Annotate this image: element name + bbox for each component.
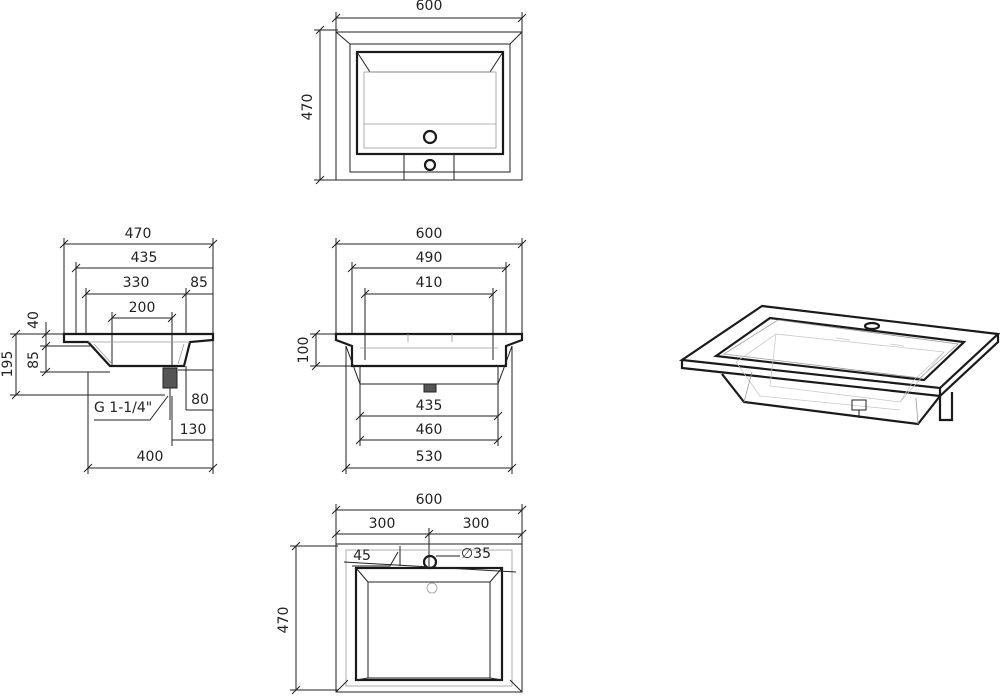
side-height-40: 40 (26, 311, 42, 329)
front-view: 600 490 410 100 435 460 (296, 226, 527, 474)
side-depth-330: 330 (123, 275, 150, 291)
side-depth-400: 400 (137, 449, 164, 465)
front-width-460: 460 (416, 422, 443, 438)
plan-hole-diameter: ∅35 (461, 546, 491, 562)
top-depth-label: 470 (300, 94, 316, 121)
plan-half-left: 300 (369, 516, 396, 532)
side-depth-470: 470 (125, 226, 152, 242)
drain-dim-130: 130 (180, 422, 207, 438)
side-depth-85: 85 (190, 275, 208, 291)
front-width-435: 435 (416, 398, 443, 414)
drain-thread-label: G 1-1/4" (94, 400, 152, 416)
side-depth-200: 200 (129, 300, 156, 316)
side-height-195: 195 (0, 351, 16, 378)
front-width-530: 530 (416, 449, 443, 465)
side-view: 470 435 330 85 200 195 40 85 (0, 226, 218, 474)
front-width-410: 410 (416, 275, 443, 291)
side-depth-435: 435 (131, 250, 158, 266)
plan-depth-470: 470 (276, 607, 292, 634)
front-height-100: 100 (296, 337, 312, 364)
side-height-85: 85 (26, 351, 42, 369)
isometric-view (678, 304, 1000, 426)
plan-half-right: 300 (463, 516, 490, 532)
plan-view: 600 300 300 470 45 ∅35 (276, 492, 527, 695)
front-width-490: 490 (416, 250, 443, 266)
top-view: 600 470 (300, 0, 527, 185)
front-width-600: 600 (416, 226, 443, 242)
top-width-label: 600 (416, 0, 443, 14)
plan-hole-offset: 45 (353, 548, 371, 564)
drain-dim-80: 80 (191, 392, 209, 408)
plan-width-600: 600 (416, 492, 443, 508)
